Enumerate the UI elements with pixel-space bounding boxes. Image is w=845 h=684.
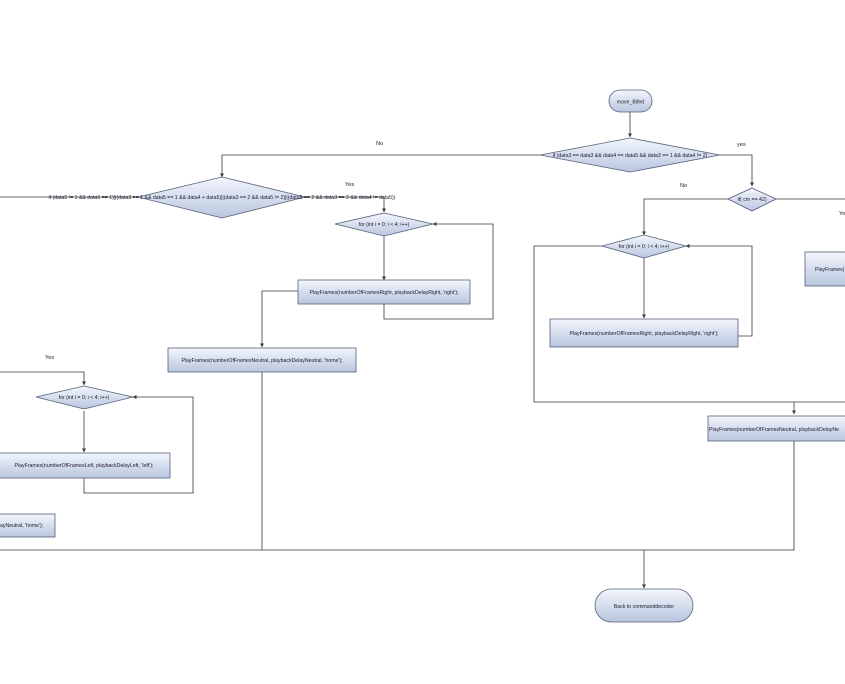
loop-mid: for (int i = 0; i < 4; i++) bbox=[334, 212, 434, 237]
action-left-left-label: PlayFrames(numberOfFramesLeft, playbackD… bbox=[15, 463, 154, 469]
edge-label-yes-far-left: Yes bbox=[45, 355, 54, 361]
action-mid-neutral-label: PlayFrames(numberOfFramesNeutral, playba… bbox=[181, 358, 342, 364]
action-right-clipped: PlayFrames( bbox=[804, 251, 845, 287]
decision-right: if( cm == 42) bbox=[727, 187, 777, 212]
edge-right-no bbox=[642, 198, 728, 236]
edge-farleft-yes bbox=[0, 371, 86, 386]
edge-left-yes bbox=[305, 196, 386, 213]
action-mid-right: PlayFrames(numberOfFramesRight, playback… bbox=[297, 279, 471, 305]
edge-label-no-top: No bbox=[376, 141, 383, 147]
action-right-neutral: PlayFrames(numberOfFramesNeutral, playba… bbox=[707, 415, 845, 442]
loop-right-label: for (int i = 0; i < 4; i++) bbox=[619, 244, 670, 250]
loop-left-label: for (int i = 0; i < 4; i++) bbox=[59, 395, 110, 401]
edge-label-yes-left: Yes bbox=[345, 182, 354, 188]
decision-right-label: if( cm == 42) bbox=[737, 197, 766, 203]
edge-loopright-back bbox=[685, 244, 753, 337]
action-right-right: PlayFrames(numberOfFramesRight, playback… bbox=[549, 318, 739, 348]
start-label: move_Bifed bbox=[617, 100, 645, 106]
edges bbox=[0, 112, 845, 589]
action-left-neutral: ayNeutral, 'home'); bbox=[0, 513, 56, 538]
loop-left: for (int i = 0; i < 4; i++) bbox=[35, 385, 134, 410]
action-mid-right-label: PlayFrames(numberOfFramesRight, playback… bbox=[309, 290, 458, 296]
edge-loopleft-back bbox=[83, 395, 194, 494]
edge-label-yes-right: Ye bbox=[839, 211, 845, 217]
edge-top-yes bbox=[720, 154, 754, 187]
decision-left: if (data5 != 1 && data6 == 1)||(data3 ==… bbox=[49, 176, 396, 219]
action-mid-neutral: PlayFrames(numberOfFramesNeutral, playba… bbox=[167, 347, 357, 373]
edge-loopmid-back bbox=[383, 222, 494, 320]
end-node: Back to commanddecoder bbox=[594, 588, 694, 623]
decision-top: if (data3 == data3 && data4 == data5 && … bbox=[539, 137, 721, 173]
edge-top-no bbox=[220, 154, 540, 178]
start-node: move_Bifed bbox=[608, 89, 653, 113]
edge-loopmid-exit bbox=[260, 290, 298, 348]
decision-top-label: if (data3 == data3 && data4 == data5 && … bbox=[553, 153, 708, 159]
action-right-neutral-label: PlayFrames(numberOfFramesNeutral, playba… bbox=[709, 427, 839, 433]
edge-rightneutral-down bbox=[262, 441, 795, 551]
loop-right: for (int i = 0; i < 4; i++) bbox=[600, 234, 688, 259]
edge-labels: No yes Yes No Ye Yes bbox=[45, 141, 845, 361]
edge-label-yes-top: yes bbox=[737, 142, 746, 148]
end-label: Back to commanddecoder bbox=[614, 604, 675, 610]
action-right-clipped-label: PlayFrames( bbox=[815, 267, 845, 273]
action-left-left: PlayFrames(numberOfFramesLeft, playbackD… bbox=[0, 452, 171, 479]
edge-loopright-exit bbox=[533, 245, 796, 415]
decision-left-label: if (data5 != 1 && data6 == 1)||(data3 ==… bbox=[49, 195, 396, 201]
action-right-right-label: PlayFrames(numberOfFramesRight, playback… bbox=[569, 331, 718, 337]
loop-mid-label: for (int i = 0; i < 4; i++) bbox=[359, 222, 410, 228]
edge-label-no-right: No bbox=[680, 183, 687, 189]
action-left-neutral-label: ayNeutral, 'home'); bbox=[0, 523, 43, 529]
